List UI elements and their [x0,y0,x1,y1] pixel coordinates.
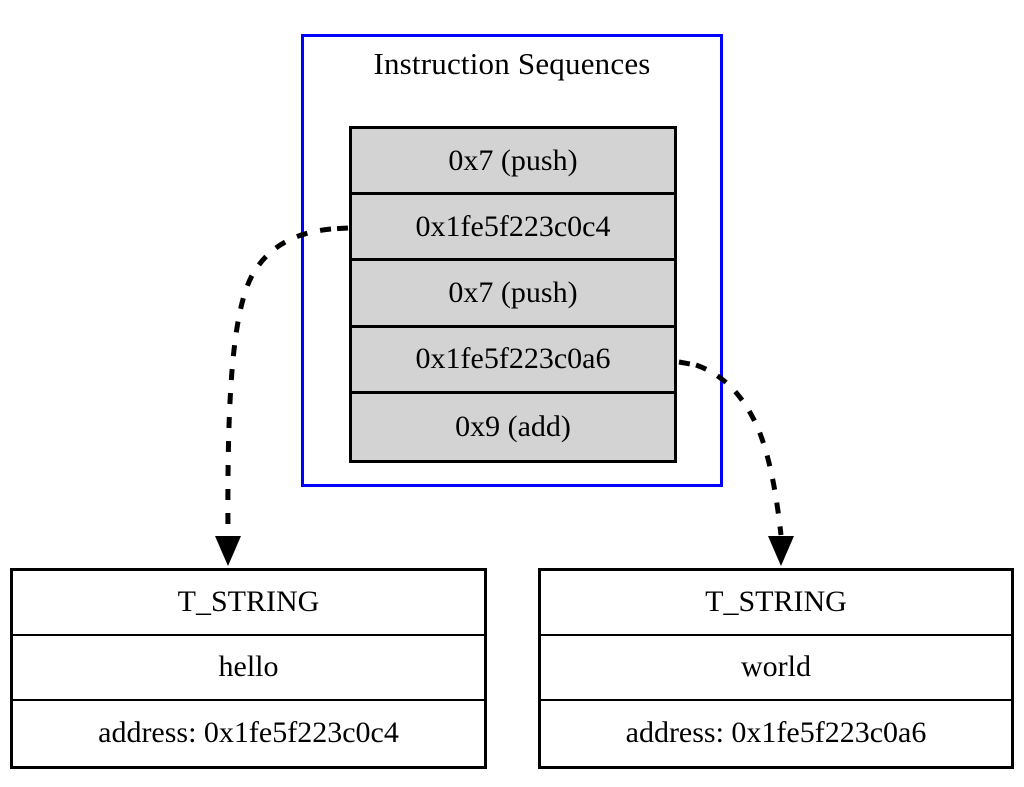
instruction-sequences-node[interactable]: 0x7 (push) 0x1fe5f223c0c4 0x7 (push) 0x1… [349,126,677,463]
string-node-hello-value: hello [13,635,484,701]
string-node-hello-address: address: 0x1fe5f223c0c4 [13,700,484,766]
edge-to-world-arrowhead [768,536,794,566]
cluster-title: Instruction Sequences [373,46,651,81]
string-node-world-type: T_STRING [541,571,1011,636]
string-node-world-value: world [541,635,1011,701]
instruction-row-2[interactable]: 0x7 (push) [352,261,674,328]
instruction-row-3[interactable]: 0x1fe5f223c0a6 [352,327,674,394]
instruction-row-4[interactable]: 0x9 (add) [352,393,674,460]
instruction-row-0[interactable]: 0x7 (push) [352,129,674,196]
string-node-hello-type: T_STRING [13,571,484,636]
string-node-world[interactable]: T_STRING world address: 0x1fe5f223c0a6 [538,568,1014,769]
instruction-row-1[interactable]: 0x1fe5f223c0c4 [352,195,674,262]
string-node-hello[interactable]: T_STRING hello address: 0x1fe5f223c0c4 [10,568,487,769]
string-node-world-address: address: 0x1fe5f223c0a6 [541,700,1011,766]
edge-to-hello-arrowhead [215,536,241,566]
